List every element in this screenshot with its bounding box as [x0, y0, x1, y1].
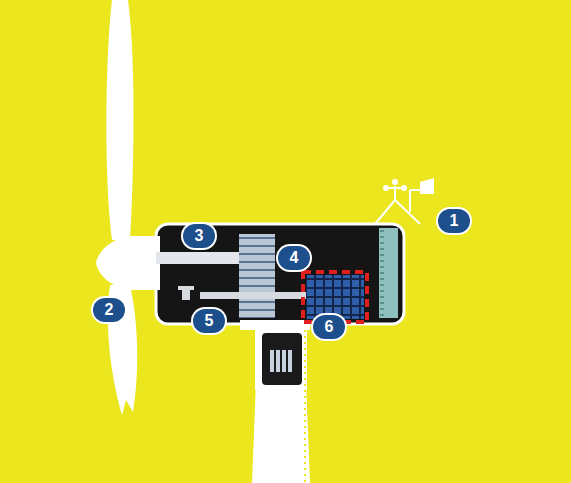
- generator: [306, 275, 364, 319]
- brake: [178, 286, 194, 290]
- controller: [379, 228, 398, 318]
- gearbox: [239, 234, 275, 318]
- yaw-base: [240, 320, 310, 330]
- main-shaft: [156, 252, 242, 264]
- rotor-blades: [106, 0, 137, 415]
- hub: [96, 236, 160, 290]
- nacelle: [156, 224, 404, 324]
- tower: [252, 318, 310, 483]
- callout-number: 5: [193, 309, 225, 333]
- callout-number: 3: [183, 224, 215, 248]
- callout-number: 2: [93, 298, 125, 322]
- callout-number: 1: [438, 209, 470, 233]
- callout-number: 4: [278, 246, 310, 270]
- anemometer: [375, 178, 434, 224]
- high-speed-shaft: [200, 292, 310, 299]
- callout-number: 6: [313, 315, 345, 339]
